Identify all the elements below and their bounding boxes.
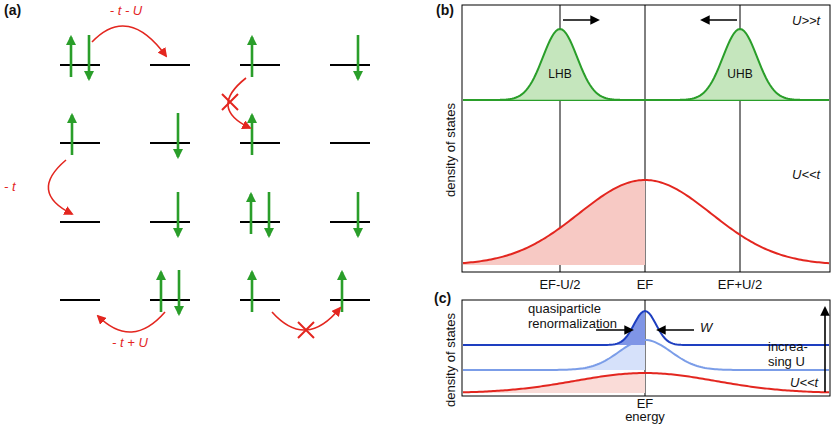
band-peak: UHB xyxy=(680,27,800,101)
figure-label: energy xyxy=(623,410,667,425)
figure-label: U<<t xyxy=(790,376,818,391)
peak-shape xyxy=(680,27,800,101)
figure-label: EF-U/2 xyxy=(537,278,582,293)
figure-label: quasiparticle renormalization xyxy=(528,302,608,332)
figure-label: increa- sing U xyxy=(768,340,820,370)
figure-label: EF xyxy=(635,278,656,293)
figure-label: U>>t xyxy=(792,14,820,29)
band-peak: LHB xyxy=(500,27,620,101)
axis-title: density of states xyxy=(444,103,459,197)
panel-label: (c) xyxy=(434,290,451,306)
figure-label: - t + U xyxy=(112,336,148,351)
axis-title: density of states xyxy=(444,313,459,407)
figure-label: - t xyxy=(4,180,16,195)
peak-shape xyxy=(500,27,620,101)
panel-label: (a) xyxy=(4,2,21,18)
figure-label: U<<t xyxy=(792,168,820,183)
panel-label: (b) xyxy=(436,2,454,18)
figure-label: EF+U/2 xyxy=(716,278,764,293)
band-label: UHB xyxy=(680,67,800,81)
figure-label: W xyxy=(700,321,712,336)
figure-label: - t - U xyxy=(110,4,143,19)
band-label: LHB xyxy=(500,67,620,81)
